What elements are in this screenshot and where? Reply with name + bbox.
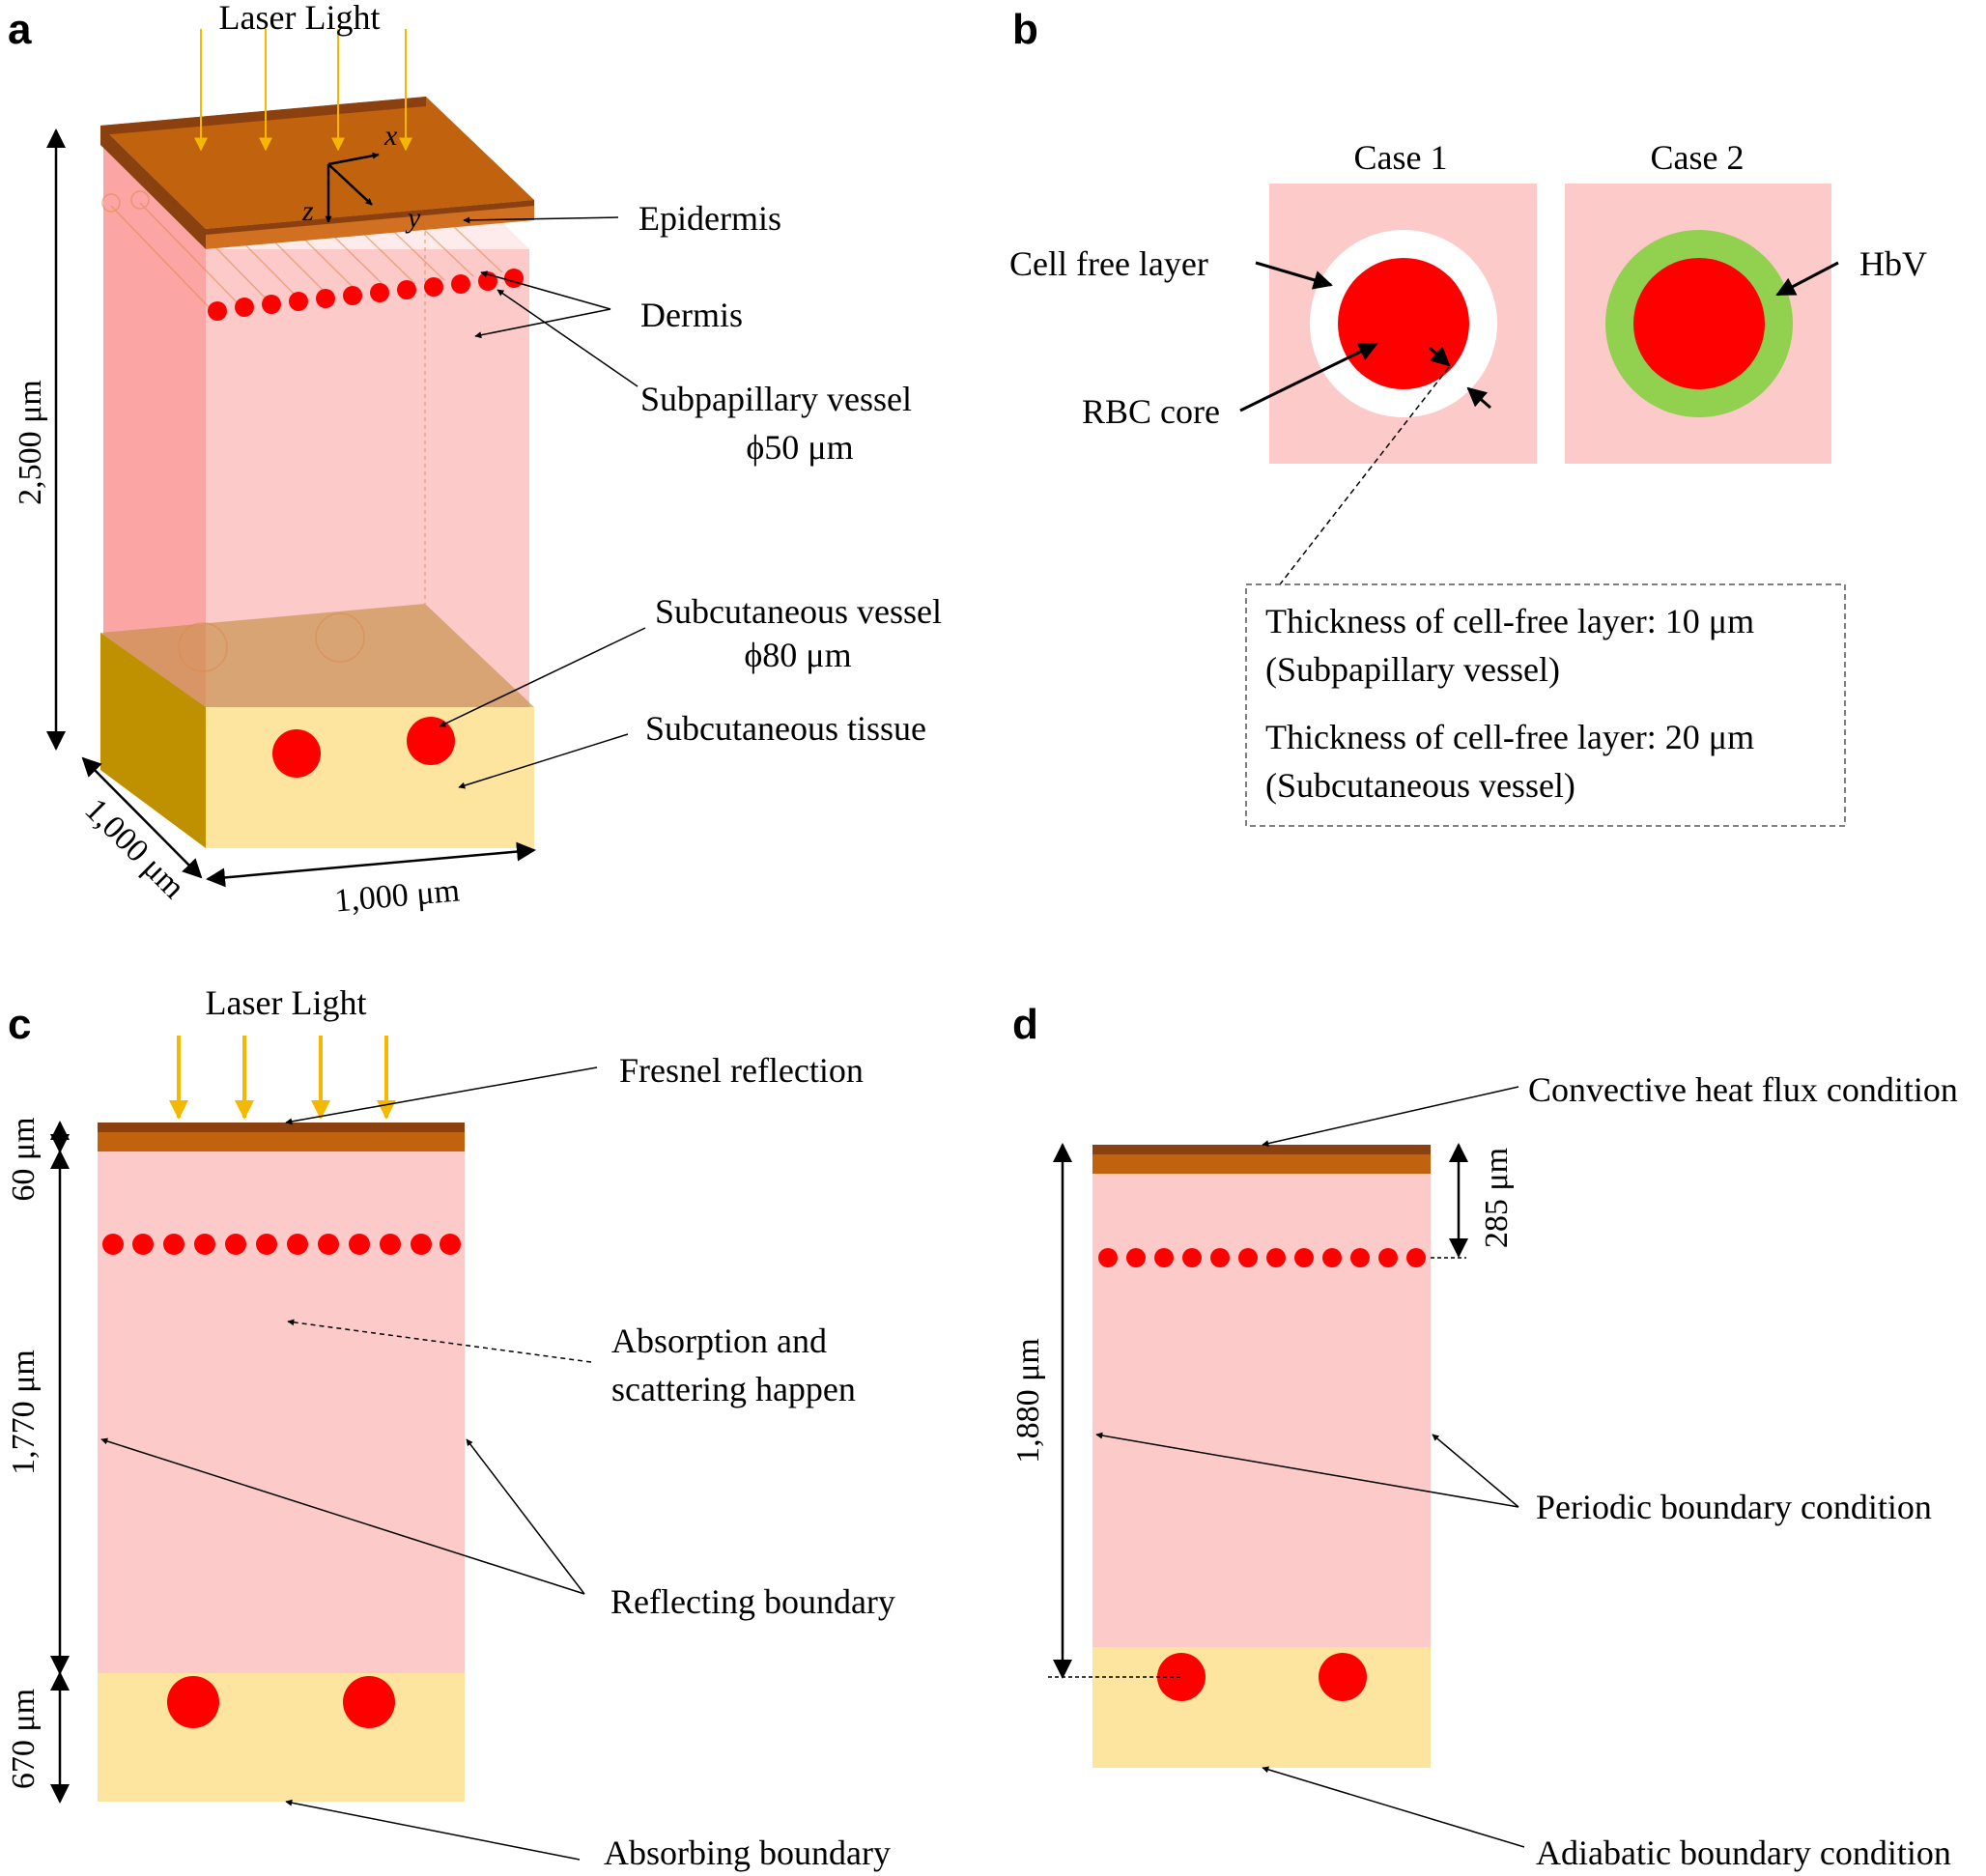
epidermis-edge-back bbox=[100, 97, 426, 135]
subpapillary-vessel-label: Subpapillary vessel bbox=[640, 380, 912, 418]
axis-x-label: x bbox=[383, 120, 398, 152]
note-subcutaneous-thickness: Thickness of cell-free layer: 20 μm bbox=[1265, 718, 1754, 756]
thickness-leader-line bbox=[1279, 366, 1450, 585]
panel-c: c Laser Light 60 μm 1,770 μm 670 μm bbox=[6, 983, 895, 1872]
convective-condition-label: Convective heat flux condition bbox=[1528, 1070, 1958, 1109]
laser-light-label-a: Laser Light bbox=[219, 0, 381, 37]
dermis-front-face bbox=[206, 249, 529, 707]
subcutaneous-top-face bbox=[100, 604, 534, 707]
panel-b-letter: b bbox=[1012, 6, 1038, 53]
subcutaneous-vessel-d-left bbox=[1157, 1653, 1206, 1701]
dermis-d bbox=[1092, 1174, 1431, 1647]
absorption-label-1: Absorption and bbox=[611, 1322, 827, 1360]
subcutaneous-vessel-left bbox=[272, 729, 321, 778]
panel-c-callout-lines bbox=[100, 1066, 598, 1861]
adiabatic-boundary-label: Adiabatic boundary condition bbox=[1536, 1833, 1951, 1872]
note-subpapillary-vessel: (Subpapillary vessel) bbox=[1265, 650, 1560, 689]
subpapillary-vessels-c bbox=[102, 1234, 461, 1255]
subpapillary-diameter-label: ϕ50 μm bbox=[746, 428, 853, 467]
epidermis-inner-c bbox=[98, 1132, 465, 1151]
coordinate-axes bbox=[325, 152, 380, 223]
absorbing-boundary-label: Absorbing boundary bbox=[604, 1833, 891, 1872]
laser-light-label-c: Laser Light bbox=[206, 983, 367, 1022]
rbc-core-label: RBC core bbox=[1082, 392, 1220, 431]
absorption-callout-line bbox=[287, 1319, 592, 1363]
width-dimension-label: 1,000 μm bbox=[333, 872, 461, 919]
subcutaneous-d bbox=[1092, 1647, 1431, 1768]
note-subcutaneous-vessel: (Subcutaneous vessel) bbox=[1265, 766, 1575, 805]
depth-dimension-arrow bbox=[81, 756, 203, 879]
subcutaneous-vessel-right bbox=[407, 717, 455, 765]
case1-label: Case 1 bbox=[1354, 138, 1448, 177]
case2-rbc-core bbox=[1633, 258, 1765, 389]
subcutaneous-c bbox=[98, 1673, 465, 1802]
dim-subcutaneous-d: 1,880 μm bbox=[1010, 1338, 1046, 1464]
epidermis-layer-line bbox=[206, 200, 534, 235]
case2-label: Case 2 bbox=[1651, 138, 1745, 177]
subcutaneous-vessel-d-right bbox=[1319, 1653, 1367, 1701]
epidermis-outer-d bbox=[1092, 1145, 1431, 1154]
panel-b: b Case 1 Case 2 Cell free layer RBC core… bbox=[1009, 6, 1927, 827]
laser-arrows-c bbox=[169, 1036, 396, 1120]
panel-a: a bbox=[8, 0, 942, 920]
subpapillary-vessels-d bbox=[1098, 1248, 1426, 1267]
epidermis-label: Epidermis bbox=[638, 199, 781, 238]
epidermis-top-face bbox=[100, 97, 534, 229]
subcutaneous-front-face bbox=[206, 707, 534, 848]
axis-y-label: y bbox=[405, 202, 421, 234]
subpapillary-vessels-3d bbox=[208, 269, 524, 321]
dim-epidermis-c: 60 μm bbox=[6, 1117, 42, 1201]
absorption-label-2: scattering happen bbox=[611, 1370, 856, 1408]
dermis-label: Dermis bbox=[640, 296, 743, 334]
dim-dermis-c: 1,770 μm bbox=[6, 1350, 42, 1475]
epidermis-inner-d bbox=[1092, 1154, 1431, 1174]
hbv-label: HbV bbox=[1859, 244, 1927, 283]
subcutaneous-vessel-label: Subcutaneous vessel bbox=[655, 592, 942, 631]
subcutaneous-vessel-tubes bbox=[178, 155, 426, 672]
panel-b-callout-arrows bbox=[1239, 261, 1839, 412]
subcutaneous-vessel-c-right bbox=[343, 1676, 395, 1728]
panel-d-callout-lines bbox=[1095, 1086, 1525, 1848]
thickness-note-box bbox=[1245, 583, 1846, 827]
panel-d-letter: d bbox=[1012, 1001, 1038, 1048]
subcutaneous-tissue-label: Subcutaneous tissue bbox=[645, 709, 926, 748]
subcutaneous-vessel-c-left bbox=[167, 1676, 219, 1728]
subcutaneous-diameter-label: ϕ80 μm bbox=[744, 636, 851, 674]
panel-d: d 285 μm 1,880 μm Convective heat flux c… bbox=[1010, 1001, 1958, 1872]
panel-a-callout-lines bbox=[439, 216, 646, 789]
fresnel-reflection-label: Fresnel reflection bbox=[619, 1051, 864, 1090]
periodic-boundary-label: Periodic boundary condition bbox=[1536, 1488, 1932, 1526]
height-dimension-label: 2,500 μm bbox=[13, 380, 48, 505]
laser-arrows-a bbox=[194, 29, 412, 152]
panel-c-letter: c bbox=[8, 1001, 31, 1048]
dim-subpapillary-d: 285 μm bbox=[1479, 1148, 1515, 1248]
dermis-left-face bbox=[103, 148, 206, 707]
case1-rbc-core bbox=[1338, 258, 1469, 389]
dermis-c bbox=[98, 1151, 465, 1673]
panel-a-letter: a bbox=[8, 6, 32, 53]
axis-z-label: z bbox=[301, 195, 314, 227]
width-dimension-arrow bbox=[206, 841, 536, 888]
note-subpapillary-thickness: Thickness of cell-free layer: 10 μm bbox=[1265, 602, 1754, 640]
dim-subcutaneous-c: 670 μm bbox=[6, 1689, 42, 1789]
epidermis-left-face bbox=[100, 126, 206, 249]
cell-free-layer-label: Cell free layer bbox=[1009, 244, 1208, 283]
epidermis-outer-c bbox=[98, 1123, 465, 1132]
reflecting-boundary-label: Reflecting boundary bbox=[610, 1582, 895, 1621]
